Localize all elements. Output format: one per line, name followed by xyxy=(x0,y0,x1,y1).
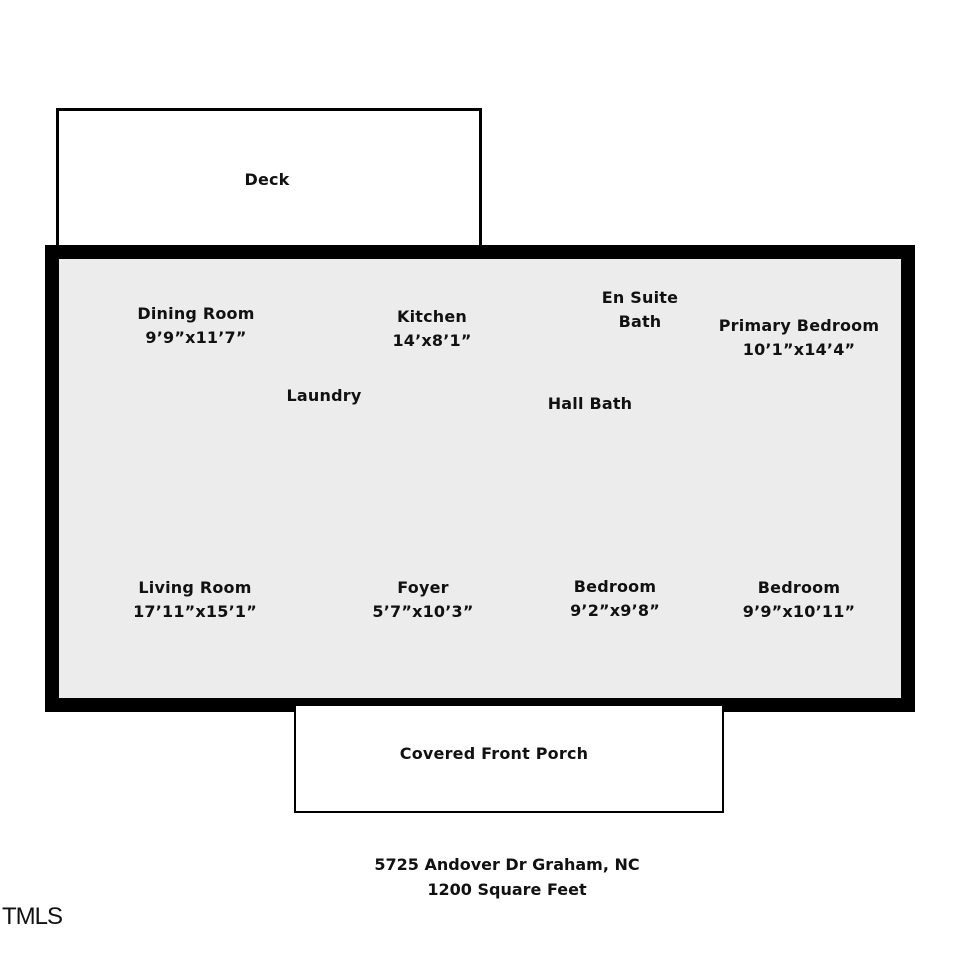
porch-label: Covered Front Porch xyxy=(400,742,588,766)
hall-bath-name: Hall Bath xyxy=(547,394,633,413)
mls-logo: TMLS xyxy=(2,903,63,930)
living-room-label: Living Room 17’11”x15’1” xyxy=(133,576,257,624)
foyer-label: Foyer 5’7”x10’3” xyxy=(372,576,473,624)
property-address: 5725 Andover Dr Graham, NC xyxy=(374,855,640,874)
covered-porch-area xyxy=(294,704,724,813)
dining-room-label: Dining Room 9’9”x11’7” xyxy=(137,302,254,350)
primary-bedroom-label: Primary Bedroom 10’1”x14’4” xyxy=(719,314,880,362)
dining-room-name: Dining Room xyxy=(137,304,255,323)
living-room-dims: 17’11”x15’1” xyxy=(133,602,257,621)
bedroom-2-name: Bedroom xyxy=(757,578,841,597)
hall-bath-label: Hall Bath xyxy=(548,392,633,416)
en-suite-bath-line2: Bath xyxy=(618,312,662,331)
bedroom-1-dims: 9’2”x9’8” xyxy=(570,601,660,620)
property-area: 1200 Square Feet xyxy=(427,880,587,899)
foyer-dims: 5’7”x10’3” xyxy=(372,602,474,621)
dining-room-dims: 9’9”x11’7” xyxy=(145,328,247,347)
house-interior xyxy=(45,245,915,712)
property-info: 5725 Andover Dr Graham, NC 1200 Square F… xyxy=(374,852,639,902)
kitchen-dims: 14’x8’1” xyxy=(392,331,472,350)
deck-label: Deck xyxy=(244,168,289,192)
porch-name: Covered Front Porch xyxy=(399,744,589,763)
living-room-name: Living Room xyxy=(138,578,252,597)
en-suite-bath-label: En Suite Bath xyxy=(602,286,678,334)
primary-bedroom-dims: 10’1”x14’4” xyxy=(742,340,856,359)
deck-area xyxy=(56,108,482,252)
bedroom-2-dims: 9’9”x10’11” xyxy=(742,602,856,621)
foyer-name: Foyer xyxy=(397,578,449,597)
deck-name: Deck xyxy=(244,170,290,189)
kitchen-name: Kitchen xyxy=(396,307,468,326)
en-suite-bath-line1: En Suite xyxy=(601,288,679,307)
laundry-name: Laundry xyxy=(286,386,362,405)
bedroom-2-label: Bedroom 9’9”x10’11” xyxy=(743,576,856,624)
primary-bedroom-name: Primary Bedroom xyxy=(718,316,880,335)
bedroom-1-name: Bedroom xyxy=(573,577,657,596)
kitchen-label: Kitchen 14’x8’1” xyxy=(392,305,471,353)
laundry-label: Laundry xyxy=(287,384,362,408)
bedroom-1-label: Bedroom 9’2”x9’8” xyxy=(570,575,660,623)
